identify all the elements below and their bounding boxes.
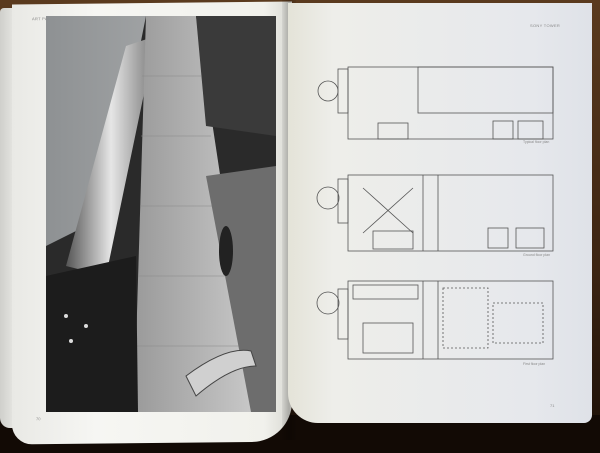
tower-facade-image	[46, 16, 276, 412]
right-running-head: SONY TOWER	[530, 23, 561, 28]
floor-plan-1	[317, 66, 554, 140]
left-page-number: 70	[36, 416, 41, 422]
building-photo	[46, 16, 276, 412]
floor-plans-drawing	[316, 66, 554, 360]
plan-caption-2: Ground floor plan	[523, 253, 551, 257]
right-page: SONY TOWER Typical floor plan Ground flo…	[288, 3, 592, 423]
floor-plan-2	[316, 174, 554, 252]
right-page-number: 71	[550, 403, 555, 408]
plan-caption-1: Typical floor plan	[523, 140, 550, 144]
plan-caption-3: First floor plan	[523, 362, 546, 366]
floor-plan-3	[316, 280, 554, 360]
